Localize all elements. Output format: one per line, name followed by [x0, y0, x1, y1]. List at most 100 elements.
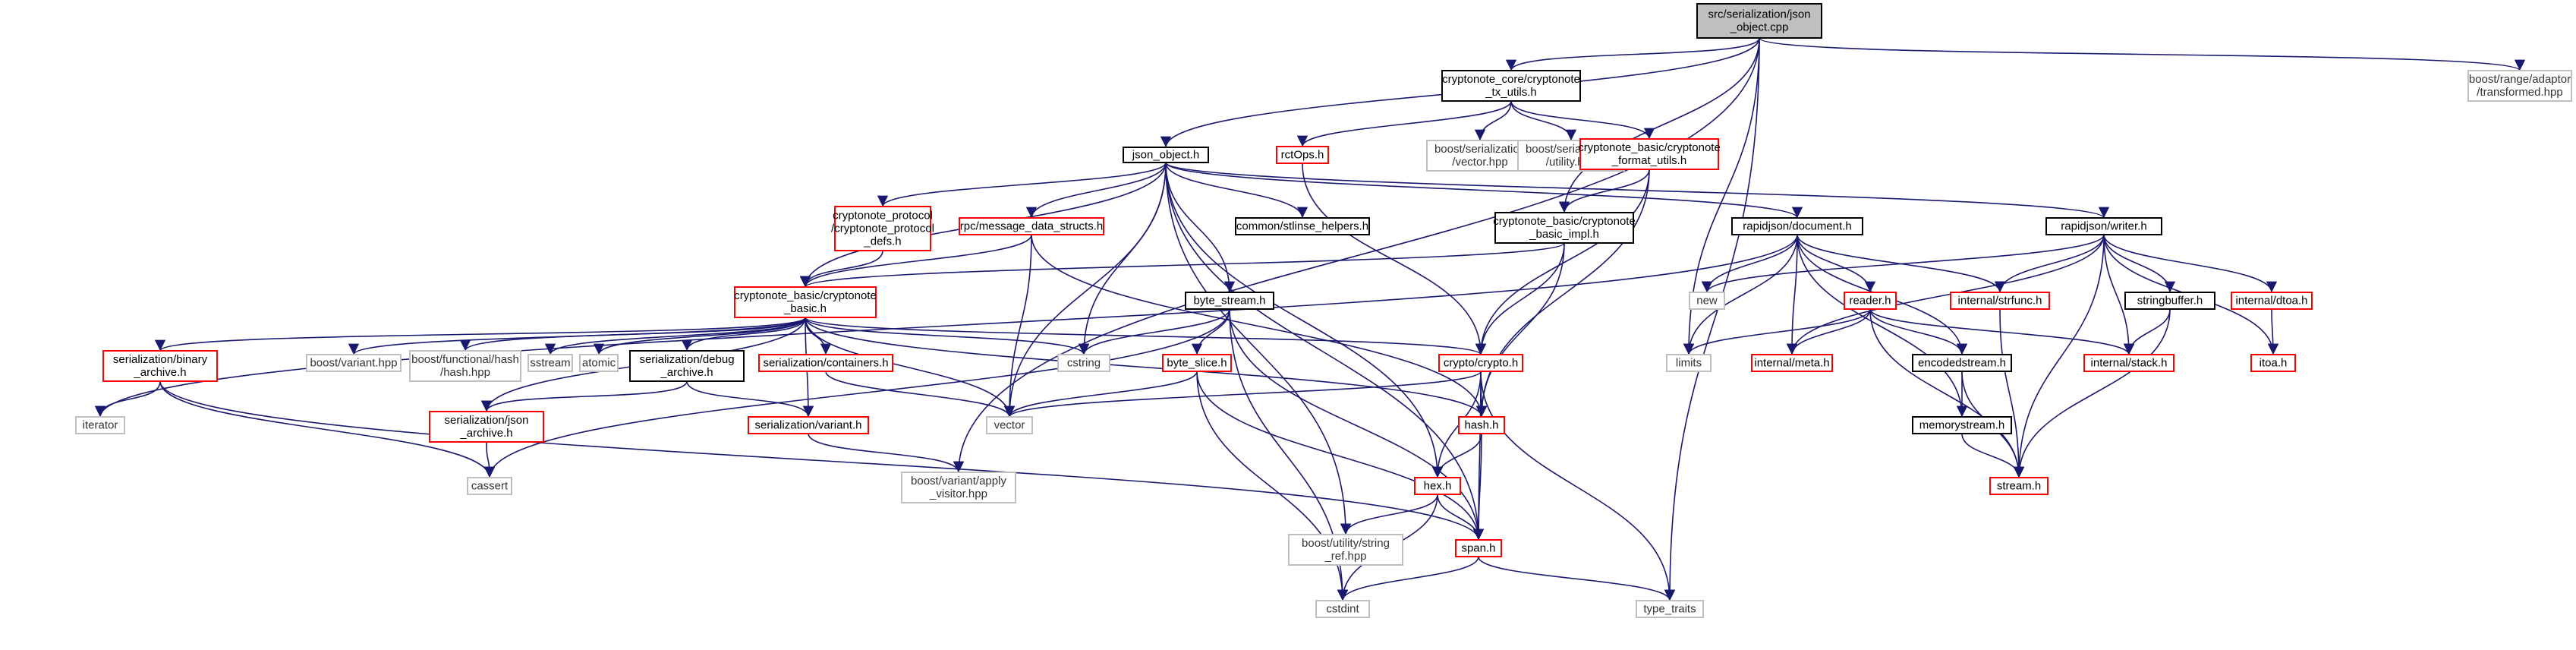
node-boost-ser-vector[interactable]: boost/serialization/vector.hpp	[1426, 140, 1534, 172]
node-tx-utils[interactable]: cryptonote_core/cryptonote_tx_utils.h	[1441, 70, 1581, 102]
node-box	[1844, 292, 1897, 310]
node-new[interactable]: new	[1689, 292, 1725, 310]
node-stlinse[interactable]: common/stlinse_helpers.h	[1235, 217, 1370, 235]
node-cassert[interactable]: cassert	[467, 477, 512, 495]
node-format-utils[interactable]: cryptonote_basic/cryptonote_format_utils…	[1578, 138, 1721, 170]
node-box	[1414, 477, 1461, 495]
node-box	[1731, 217, 1863, 235]
node-sstream[interactable]: sstream	[527, 354, 573, 372]
node-memorystream[interactable]: memorystream.h	[1912, 416, 2012, 434]
edge-span-to-type-traits	[1478, 556, 1676, 601]
node-byte-slice[interactable]: byte_slice.h	[1162, 354, 1232, 372]
node-reader[interactable]: reader.h	[1844, 292, 1897, 310]
node-json-object-h[interactable]: json_object.h	[1123, 147, 1209, 163]
edge-hex-to-span	[1437, 494, 1485, 541]
node-label: memorystream.h	[1919, 419, 2005, 432]
node-limits[interactable]: limits	[1666, 354, 1712, 372]
edge-json-object-h-to-protocol-defs	[877, 162, 1167, 207]
node-cstring[interactable]: cstring	[1057, 354, 1110, 372]
node-strfunc[interactable]: internal/strfunc.h	[1950, 292, 2050, 310]
node-stream[interactable]: stream.h	[1989, 477, 2049, 495]
edge-byte-slice-to-span	[1196, 371, 1485, 541]
node-label: _basic.h	[783, 302, 827, 315]
edge-json-object-h-to-hex	[1165, 162, 1444, 478]
node-boost-variant[interactable]: boost/variant.hpp	[306, 354, 402, 372]
node-type-traits[interactable]: type_traits	[1636, 600, 1704, 618]
node-binary-archive[interactable]: serialization/binary_archive.h	[102, 350, 218, 382]
node-itoa[interactable]: itoa.h	[2250, 354, 2296, 372]
edge-tx-utils-to-boost-ser-vector	[1474, 100, 1512, 141]
node-box	[1276, 146, 1329, 164]
node-basic-impl[interactable]: cryptonote_basic/cryptonote_basic_impl.h	[1493, 212, 1636, 244]
node-cstdint[interactable]: cstdint	[1315, 600, 1370, 618]
edge-hash-to-span	[1472, 433, 1485, 541]
node-boost-hash[interactable]: boost/functional/hash/hash.hpp	[409, 350, 521, 382]
edge-binary-archive-to-cassert	[159, 380, 496, 478]
node-span[interactable]: span.h	[1455, 539, 1502, 557]
edge-stringbuffer-to-stack	[2123, 308, 2171, 355]
edge-cn-basic-to-cstring	[805, 317, 1090, 355]
node-label: _defs.h	[863, 235, 901, 248]
node-box	[409, 350, 521, 382]
node-label: type_traits	[1643, 603, 1696, 616]
edge-tx-utils-to-boost-ser-utility	[1510, 100, 1577, 141]
node-label: serialization/containers.h	[763, 357, 888, 370]
node-label: iterator	[83, 419, 118, 432]
edge-cn-basic-to-crypto	[805, 317, 1486, 355]
edge-rj-document-to-meta	[1786, 234, 1798, 355]
node-box	[1579, 138, 1719, 170]
node-hash[interactable]: hash.h	[1458, 416, 1505, 434]
node-byte-stream[interactable]: byte_stream.h	[1185, 292, 1274, 310]
node-label: /cryptonote_protocol	[831, 222, 934, 235]
node-rctOps[interactable]: rctOps.h	[1276, 146, 1329, 164]
node-dtoa[interactable]: internal/dtoa.h	[2231, 292, 2313, 310]
edge-root-to-boost-apply-visitor	[953, 37, 1760, 473]
edge-msg-structs-to-vector	[1003, 234, 1032, 418]
node-label: stringbuffer.h	[2137, 295, 2203, 308]
node-label: sstream	[530, 357, 570, 370]
node-atomic[interactable]: atomic	[579, 354, 619, 372]
node-label: _format_utils.h	[1611, 154, 1686, 167]
node-rj-document[interactable]: rapidjson/document.h	[1731, 217, 1863, 235]
edge-rj-document-to-iterator	[95, 234, 1798, 418]
edge-msg-structs-to-cn-basic	[799, 234, 1032, 288]
node-boost-range[interactable]: boost/range/adaptor/transformed.hpp	[2467, 70, 2572, 102]
node-label: src/serialization/json	[1708, 8, 1810, 21]
node-iterator[interactable]: iterator	[75, 416, 125, 434]
node-vector[interactable]: vector	[986, 416, 1033, 434]
node-label: atomic	[582, 357, 616, 370]
node-box	[734, 286, 877, 318]
node-label: rpc/message_data_structs.h	[960, 220, 1103, 233]
node-cn-basic[interactable]: cryptonote_basic/cryptonote_basic.h	[734, 286, 877, 318]
node-box	[748, 416, 869, 434]
edge-json-archive-to-cassert	[483, 441, 496, 478]
node-rj-writer[interactable]: rapidjson/writer.h	[2045, 217, 2162, 235]
node-protocol-defs[interactable]: cryptonote_protocol/cryptonote_protocol_…	[831, 206, 934, 251]
edge-json-object-h-to-span	[1165, 162, 1485, 541]
node-containers[interactable]: serialization/containers.h	[758, 354, 893, 372]
node-variant[interactable]: serialization/variant.h	[748, 416, 869, 434]
node-root[interactable]: src/serialization/json_object.cpp	[1696, 3, 1822, 39]
edge-cn-basic-to-hash	[805, 317, 1488, 418]
node-stringbuffer[interactable]: stringbuffer.h	[2124, 292, 2215, 310]
node-json-archive[interactable]: serialization/json_archive.h	[429, 411, 544, 443]
node-boost-apply-visitor[interactable]: boost/variant/apply_visitor.hpp	[901, 472, 1016, 503]
node-box	[1751, 354, 1833, 372]
node-label: internal/meta.h	[1754, 357, 1829, 370]
node-box	[1123, 147, 1209, 163]
node-hex[interactable]: hex.h	[1414, 477, 1461, 495]
node-label: crypto/crypto.h	[1444, 357, 1518, 370]
node-box	[467, 477, 512, 495]
node-box	[1235, 217, 1370, 235]
node-stack[interactable]: internal/stack.h	[2083, 354, 2174, 372]
node-encodedstream[interactable]: encodedstream.h	[1912, 354, 2012, 372]
node-msg-structs[interactable]: rpc/message_data_structs.h	[959, 217, 1104, 235]
node-box	[102, 350, 218, 382]
node-label: cryptonote_basic/cryptonote	[1578, 141, 1721, 154]
node-crypto[interactable]: crypto/crypto.h	[1438, 354, 1523, 372]
edge-rj-writer-to-stream	[2013, 234, 2105, 478]
node-boost-string-ref[interactable]: boost/utility/string_ref.hpp	[1288, 534, 1403, 566]
node-debug-archive[interactable]: serialization/debug_archive.h	[629, 350, 745, 382]
node-box	[1057, 354, 1110, 372]
node-meta[interactable]: internal/meta.h	[1751, 354, 1833, 372]
